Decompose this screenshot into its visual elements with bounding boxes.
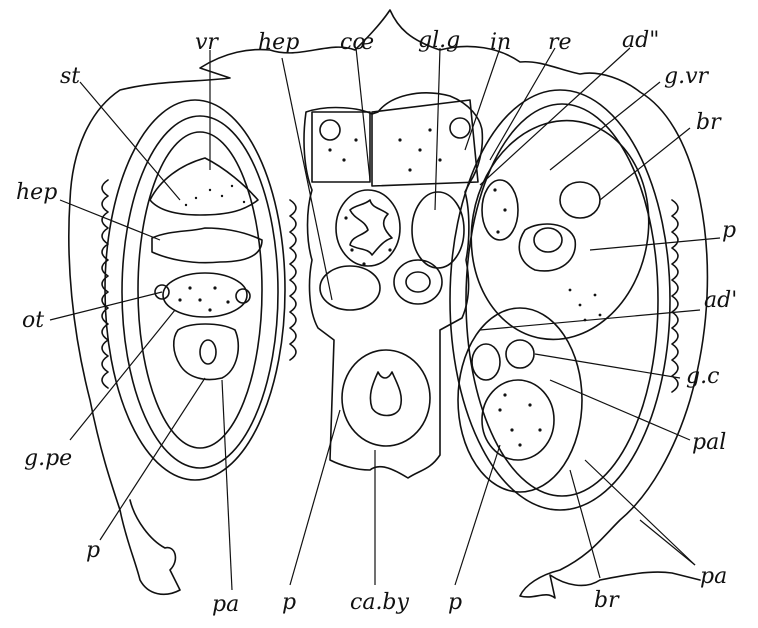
left-lobe-core bbox=[138, 132, 262, 448]
label-pal: pal bbox=[692, 432, 726, 454]
right-p-core bbox=[534, 228, 562, 252]
label-ca-by: ca.by bbox=[350, 592, 409, 614]
left-lobe-inner bbox=[122, 116, 278, 468]
left-otocyst-2 bbox=[236, 289, 250, 303]
label-p-mid: p bbox=[282, 592, 296, 614]
left-hep-organ bbox=[152, 228, 262, 263]
label-hep-top: hep bbox=[258, 32, 299, 54]
gland-cell-left bbox=[320, 120, 340, 140]
right-gc-ganglion bbox=[506, 340, 534, 368]
right-lobe-outer bbox=[450, 90, 670, 510]
central-lower-right bbox=[394, 260, 442, 304]
label-g-pe: g.pe bbox=[24, 448, 72, 470]
left-pa-core bbox=[200, 340, 216, 364]
label-g-vr: g.vr bbox=[664, 66, 708, 88]
ca-by-outer bbox=[342, 350, 430, 446]
label-ad-d: ad' bbox=[704, 290, 737, 312]
label-in: in bbox=[490, 32, 511, 54]
right-gc-ganglion-2 bbox=[472, 344, 500, 380]
right-hepatic bbox=[482, 180, 518, 240]
label-g-c: g.c bbox=[686, 366, 719, 388]
ca-by-lumen bbox=[370, 372, 401, 416]
label-p-left: p bbox=[86, 540, 100, 562]
label-pa-left: pa bbox=[212, 594, 239, 616]
leader-lines bbox=[50, 48, 720, 590]
label-p-right: p bbox=[722, 220, 736, 242]
label-ad-dd: ad" bbox=[622, 30, 659, 52]
left-ganglion bbox=[163, 273, 247, 317]
label-br-right: br bbox=[696, 112, 721, 134]
right-p-organ bbox=[519, 224, 575, 271]
gland-cell-right bbox=[450, 118, 470, 138]
right-folds bbox=[672, 200, 678, 392]
outer-body-outline bbox=[69, 10, 708, 598]
label-p-lower: p bbox=[448, 592, 462, 614]
label-coe: cœ bbox=[340, 32, 374, 54]
label-hep-left: hep bbox=[16, 182, 57, 204]
central-lower-core bbox=[406, 272, 430, 292]
label-ot: ot bbox=[22, 310, 44, 332]
label-br-bottom: br bbox=[594, 590, 619, 612]
cerebral-ganglion-cells bbox=[312, 100, 478, 186]
left-vr-organ bbox=[150, 158, 258, 215]
label-re: re bbox=[548, 32, 572, 54]
right-lower-sac bbox=[458, 308, 582, 492]
label-gl-g: gl.g bbox=[418, 30, 460, 52]
central-hep-lumen bbox=[350, 200, 392, 255]
label-vr-top: vr bbox=[195, 32, 218, 54]
right-p-lower bbox=[482, 380, 554, 460]
right-hepatic-2 bbox=[560, 182, 600, 218]
label-st: st bbox=[60, 66, 80, 88]
left-pa-organ bbox=[174, 324, 239, 379]
stipple-dots bbox=[178, 128, 601, 446]
left-lobe-outer bbox=[105, 100, 285, 480]
label-pa-right: pa bbox=[700, 566, 727, 588]
